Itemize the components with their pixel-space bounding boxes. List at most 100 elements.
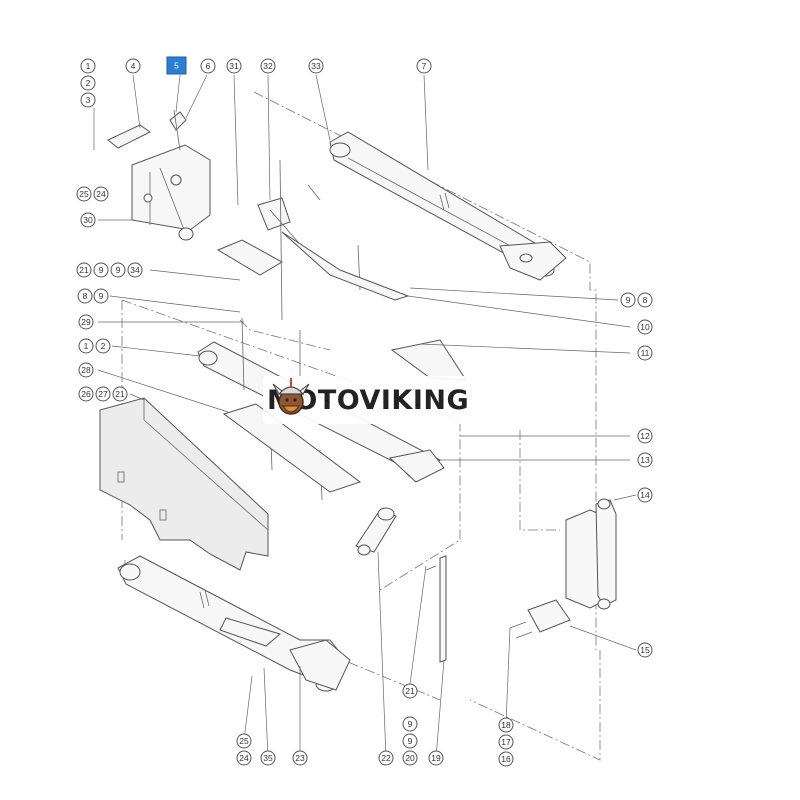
svg-text:34: 34 [130,265,140,275]
callout-21a[interactable]: 21 [76,262,92,278]
callout-23[interactable]: 23 [292,750,308,766]
callout-2a[interactable]: 2 [80,75,96,91]
frame-plate [99,397,269,571]
callout-12[interactable]: 12 [637,428,653,444]
callout-8a[interactable]: 8 [77,288,93,304]
callout-24a[interactable]: 24 [93,186,109,202]
callout-34[interactable]: 34 [127,262,143,278]
svg-text:27: 27 [98,389,108,399]
svg-text:33: 33 [311,61,321,71]
callout-25a[interactable]: 25 [76,186,92,202]
callout-25b[interactable]: 25 [236,733,252,749]
svg-text:21: 21 [79,265,89,275]
svg-text:18: 18 [501,720,511,730]
upper-bracket [107,109,211,241]
leader-lines [93,74,637,759]
callout-9b[interactable]: 9 [110,262,126,278]
svg-text:2: 2 [86,78,91,88]
svg-text:21: 21 [115,389,125,399]
svg-text:20: 20 [405,753,415,763]
callout-9f[interactable]: 9 [402,733,418,749]
callout-9c[interactable]: 9 [93,288,109,304]
callout-9e[interactable]: 9 [402,716,418,732]
svg-text:11: 11 [641,348,650,358]
callout-28[interactable]: 28 [78,362,94,378]
svg-text:12: 12 [640,431,650,441]
callout-30[interactable]: 30 [80,212,96,228]
callouts: 1 2 3 4 5 6 31 32 33 7 25 24 30 21 9 9 3… [76,56,653,767]
svg-text:6: 6 [206,61,211,71]
svg-text:24: 24 [96,189,106,199]
callout-11[interactable]: 11 [637,345,653,361]
middle-link [216,159,410,321]
svg-text:32: 32 [263,61,273,71]
svg-text:23: 23 [295,753,305,763]
svg-text:10: 10 [640,322,650,332]
svg-text:8: 8 [643,295,648,305]
svg-text:9: 9 [626,295,631,305]
svg-text:25: 25 [239,736,249,746]
callout-1a[interactable]: 1 [80,58,96,74]
callout-3a[interactable]: 3 [80,92,96,108]
callout-13[interactable]: 13 [637,452,653,468]
callout-5-highlighted[interactable]: 5 [166,56,187,75]
callout-16[interactable]: 16 [498,751,514,767]
watermark: MOTOVIKING [263,376,535,424]
callout-9a[interactable]: 9 [93,262,109,278]
svg-text:16: 16 [501,754,511,764]
viking-logo-icon [272,378,310,415]
callout-14[interactable]: 14 [637,487,653,503]
callout-35[interactable]: 35 [260,750,276,766]
right-bracket [509,498,617,639]
callout-1b[interactable]: 1 [78,338,94,354]
svg-text:7: 7 [422,61,427,71]
svg-text:25: 25 [79,189,89,199]
callout-9d[interactable]: 9 [620,292,636,308]
svg-text:4: 4 [131,61,136,71]
svg-text:17: 17 [501,737,511,747]
callout-10[interactable]: 10 [637,319,653,335]
svg-text:9: 9 [408,719,413,729]
svg-text:31: 31 [229,61,239,71]
callout-29[interactable]: 29 [78,314,94,330]
svg-text:2: 2 [101,341,106,351]
svg-text:29: 29 [81,317,91,327]
callout-22[interactable]: 22 [378,750,394,766]
callout-26[interactable]: 26 [78,386,94,402]
svg-text:22: 22 [381,753,391,763]
svg-text:26: 26 [81,389,91,399]
callout-19[interactable]: 19 [428,750,444,766]
callout-17[interactable]: 17 [498,734,514,750]
callout-24b[interactable]: 24 [236,750,252,766]
svg-text:15: 15 [640,645,650,655]
svg-text:24: 24 [239,753,249,763]
svg-text:9: 9 [408,736,413,746]
callout-21c[interactable]: 21 [402,683,418,699]
svg-text:19: 19 [431,753,441,763]
callout-32[interactable]: 32 [260,58,276,74]
callout-20[interactable]: 20 [402,750,418,766]
callout-15[interactable]: 15 [637,642,653,658]
callout-33[interactable]: 33 [308,58,324,74]
callout-27[interactable]: 27 [95,386,111,402]
svg-text:30: 30 [83,215,93,225]
callout-6[interactable]: 6 [200,58,216,74]
svg-text:35: 35 [263,753,273,763]
callout-7[interactable]: 7 [416,58,432,74]
svg-text:21: 21 [405,686,415,696]
callout-18[interactable]: 18 [498,717,514,733]
svg-text:9: 9 [116,265,121,275]
callout-2b[interactable]: 2 [95,338,111,354]
lower-arm [117,555,351,692]
callout-8b[interactable]: 8 [637,292,653,308]
svg-text:3: 3 [86,95,91,105]
svg-text:9: 9 [99,265,104,275]
callout-4[interactable]: 4 [125,58,141,74]
small-link [355,507,397,556]
svg-text:1: 1 [84,341,89,351]
svg-text:1: 1 [86,61,91,71]
callout-21b[interactable]: 21 [112,386,128,402]
callout-31[interactable]: 31 [226,58,242,74]
